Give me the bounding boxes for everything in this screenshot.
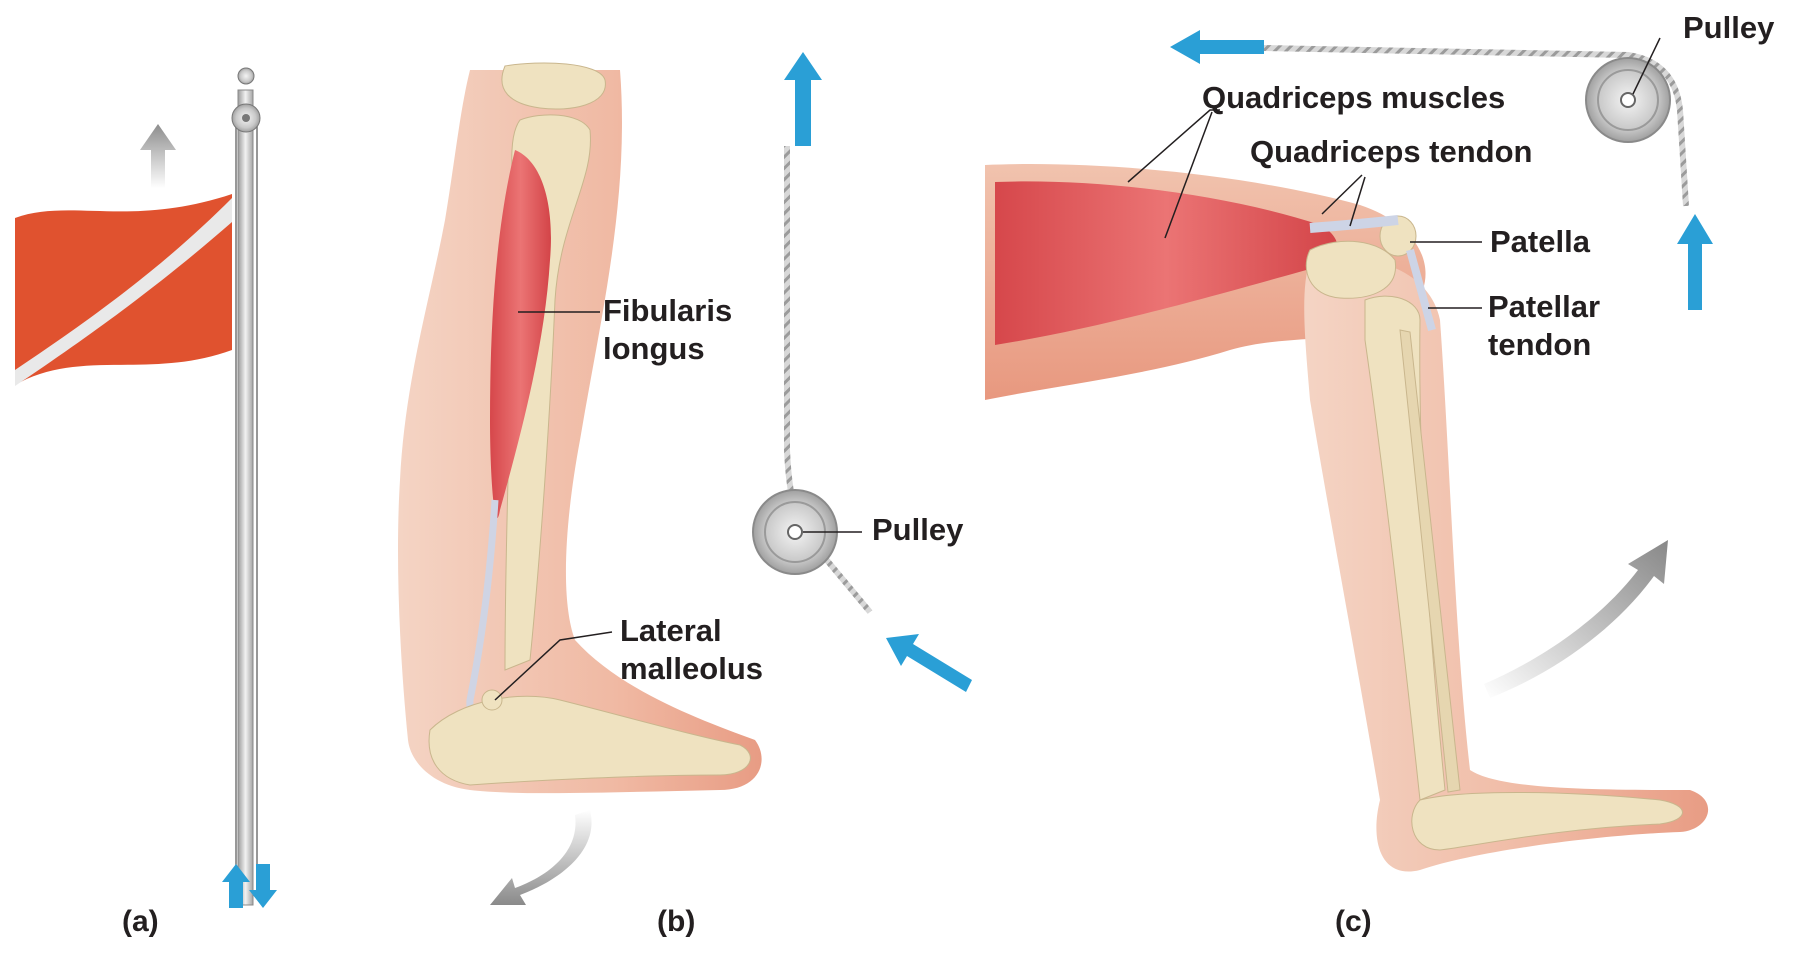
label-lateral: Lateral bbox=[620, 612, 722, 650]
label-patella: Patella bbox=[1490, 224, 1590, 260]
label-tendon: tendon bbox=[1488, 326, 1591, 364]
knee-bone bbox=[502, 63, 606, 109]
label-fibularis: Fibularis bbox=[603, 292, 732, 330]
flagpole bbox=[238, 90, 253, 905]
label-quadriceps-muscles: Quadriceps muscles bbox=[1202, 80, 1505, 116]
label-patellar: Patellar bbox=[1488, 288, 1600, 326]
foot-motion-arrow-icon bbox=[490, 810, 592, 905]
label-quadriceps-tendon: Quadriceps tendon bbox=[1250, 134, 1532, 170]
label-malleolus: malleolus bbox=[620, 650, 763, 688]
caption-c: (c) bbox=[1335, 905, 1372, 939]
panel-b-lower-leg bbox=[398, 52, 972, 905]
caption-b: (b) bbox=[657, 905, 695, 939]
label-pulley-c: Pulley bbox=[1683, 10, 1774, 46]
diagonal-arrow-icon bbox=[886, 634, 972, 692]
pole-finial bbox=[238, 68, 254, 84]
foot-bones bbox=[429, 696, 750, 785]
left-arrow-icon bbox=[1170, 30, 1264, 64]
label-longus: longus bbox=[603, 330, 705, 368]
lateral-malleolus bbox=[482, 690, 502, 710]
femur-condyle bbox=[1306, 241, 1395, 298]
leg-extension-arrow-icon bbox=[1484, 540, 1668, 698]
up-arrow-icon bbox=[784, 52, 822, 146]
up-arrow-icon bbox=[1677, 214, 1713, 310]
label-pulley-b: Pulley bbox=[872, 512, 963, 548]
caption-a: (a) bbox=[122, 905, 159, 939]
flag-raise-arrow-icon bbox=[140, 124, 176, 188]
panel-a-flagpole bbox=[15, 68, 277, 908]
